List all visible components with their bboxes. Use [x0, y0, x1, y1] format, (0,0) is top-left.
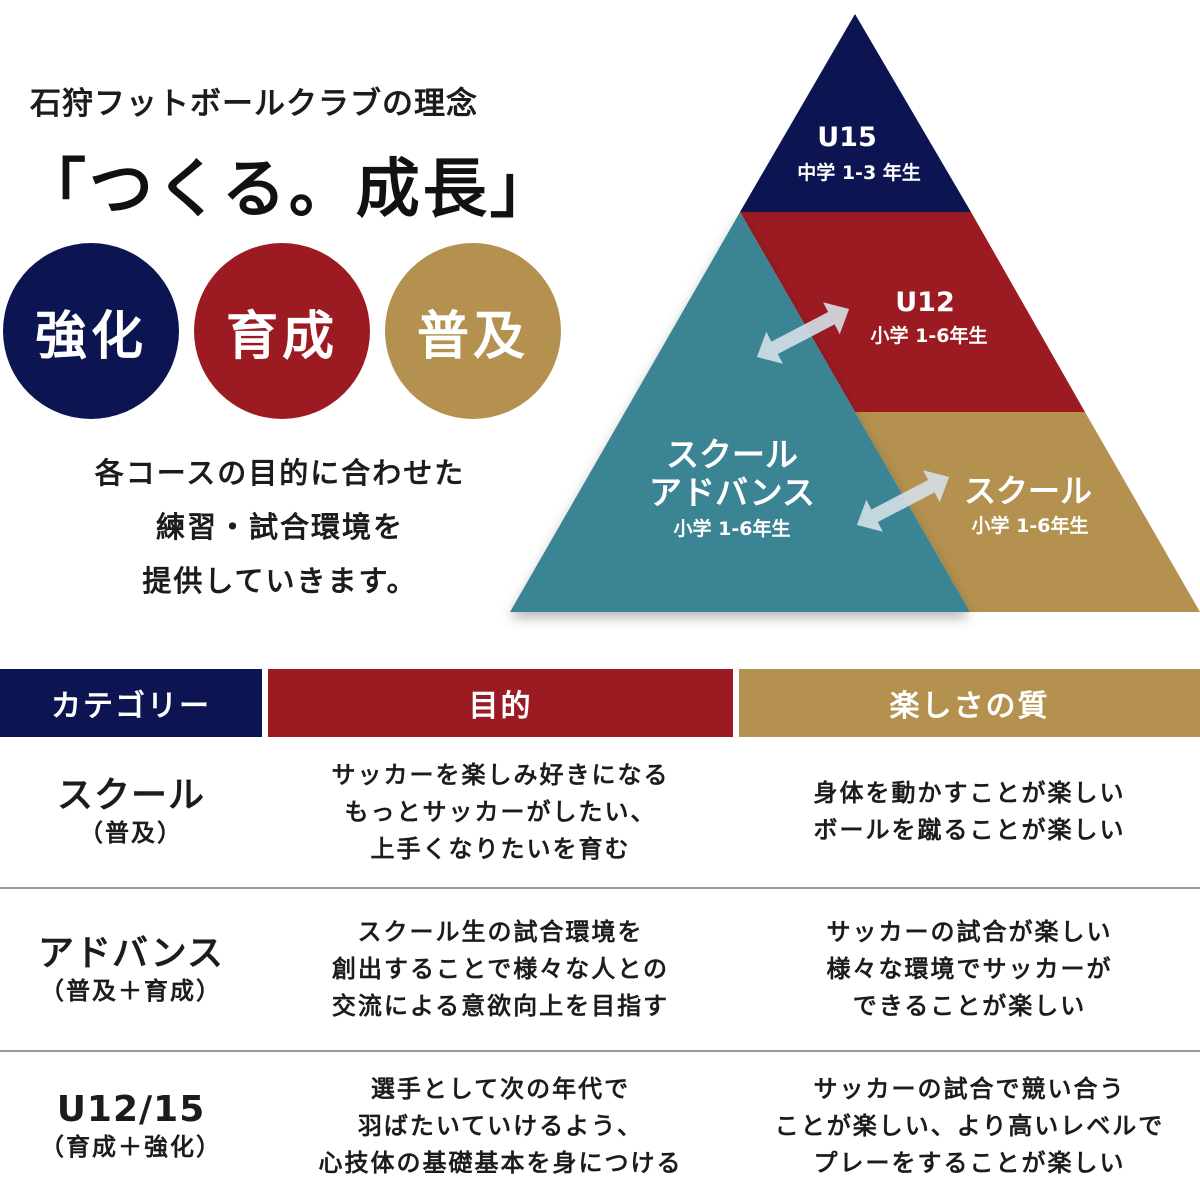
- pyramid-advance-segment: [510, 212, 970, 612]
- goal-line: 交流による意欲向上を目指す: [331, 992, 670, 1020]
- goal-line: 心技体の基礎基本を身につける: [318, 1148, 683, 1177]
- pyramid-u15-segment: [740, 14, 971, 212]
- circle-spread-label: 普及: [416, 306, 529, 367]
- u15-title: U15: [817, 122, 877, 153]
- pyramid-u12-segment: [740, 212, 1085, 412]
- goal-line: 羽ばたいていけるよう、: [357, 1111, 644, 1140]
- category-name: U12/15: [56, 1089, 206, 1130]
- goal-line: サッカーを楽しみ好きになる: [331, 760, 670, 789]
- category-sub: （普及）: [79, 819, 183, 847]
- category-cell: アドバンス （普及＋育成）: [0, 889, 262, 1050]
- table-row: U12/15 （育成＋強化） 選手として次の年代で 羽ばたいていけるよう、 心技…: [0, 1052, 1200, 1200]
- advance-title-line2: アドバンス: [649, 473, 815, 512]
- column-header-goal: 目的: [268, 669, 733, 737]
- circle-spread: 普及: [385, 243, 561, 419]
- fun-line: ことが楽しい、より高いレベルで: [774, 1111, 1165, 1140]
- pyramid-school-segment: [855, 412, 1200, 612]
- fun-line: 様々な環境でサッカーが: [826, 955, 1113, 983]
- goal-cell: スクール生の試合環境を 創出することで様々な人との 交流による意欲向上を目指す: [268, 889, 733, 1050]
- fun-cell: サッカーの試合で競い合う ことが楽しい、より高いレベルで プレーをすることが楽し…: [739, 1052, 1200, 1200]
- goal-line: 創出することで様々な人との: [331, 955, 670, 983]
- circle-develop-label: 育成: [225, 306, 338, 367]
- double-arrow-icon: [756, 302, 850, 364]
- advance-title-line1: スクール: [666, 435, 798, 474]
- lead-line: 提供していきます。: [142, 564, 418, 598]
- circle-strengthen: 強化: [3, 243, 179, 419]
- double-arrow-icon: [856, 470, 950, 532]
- page-title: 「つくる。成長」: [22, 153, 557, 227]
- category-sub: （育成＋強化）: [40, 1133, 222, 1161]
- fun-cell: 身体を動かすことが楽しい ボールを蹴ることが楽しい: [739, 737, 1200, 887]
- school-grade: 小学 1-6年生: [972, 514, 1089, 537]
- table-header: カテゴリー 目的 楽しさの質: [0, 669, 1200, 737]
- table-row: アドバンス （普及＋育成） スクール生の試合環境を 創出することで様々な人との …: [0, 889, 1200, 1052]
- fun-line: できることが楽しい: [852, 992, 1087, 1020]
- category-name: スクール: [56, 775, 205, 816]
- goal-line: 選手として次の年代で: [370, 1074, 631, 1103]
- circle-strengthen-label: 強化: [34, 306, 147, 367]
- category-name: アドバンス: [37, 932, 225, 974]
- goal-cell: サッカーを楽しみ好きになる もっとサッカーがしたい、 上手くなりたいを育む: [268, 737, 733, 887]
- u12-grade: 小学 1-6年生: [871, 324, 988, 347]
- fun-line: 身体を動かすことが楽しい: [813, 779, 1126, 807]
- school-title: スクール: [964, 472, 1092, 510]
- goal-line: 上手くなりたいを育む: [370, 834, 631, 863]
- fun-line: ボールを蹴ることが楽しい: [813, 816, 1126, 844]
- table-row: スクール （普及） サッカーを楽しみ好きになる もっとサッカーがしたい、 上手く…: [0, 737, 1200, 889]
- advance-grade: 小学 1-6年生: [674, 517, 791, 540]
- goal-line: もっとサッカーがしたい、: [344, 797, 657, 826]
- u12-title: U12: [895, 287, 955, 318]
- category-cell: U12/15 （育成＋強化）: [0, 1052, 262, 1200]
- lead-line: 各コースの目的に合わせた: [94, 456, 466, 490]
- column-header-fun: 楽しさの質: [739, 669, 1200, 737]
- lead-text: 各コースの目的に合わせた 練習・試合環境を 提供していきます。: [0, 446, 560, 608]
- club-philosophy-subtitle: 石狩フットボールクラブの理念: [30, 86, 478, 122]
- column-header-category: カテゴリー: [0, 669, 262, 737]
- course-table: カテゴリー 目的 楽しさの質 スクール （普及） サッカーを楽しみ好きになる も…: [0, 669, 1200, 1177]
- category-cell: スクール （普及）: [0, 737, 262, 887]
- u15-grade: 中学 1-3 年生: [797, 161, 921, 184]
- fun-line: プレーをすることが楽しい: [813, 1148, 1126, 1177]
- fun-cell: サッカーの試合が楽しい 様々な環境でサッカーが できることが楽しい: [739, 889, 1200, 1050]
- goal-line: スクール生の試合環境を: [357, 918, 644, 946]
- fun-line: サッカーの試合が楽しい: [826, 918, 1113, 946]
- lead-line: 練習・試合環境を: [155, 510, 404, 544]
- circle-develop: 育成: [194, 243, 370, 419]
- category-sub: （普及＋育成）: [40, 976, 222, 1005]
- fun-line: サッカーの試合で競い合う: [813, 1074, 1126, 1103]
- goal-cell: 選手として次の年代で 羽ばたいていけるよう、 心技体の基礎基本を身につける: [268, 1052, 733, 1200]
